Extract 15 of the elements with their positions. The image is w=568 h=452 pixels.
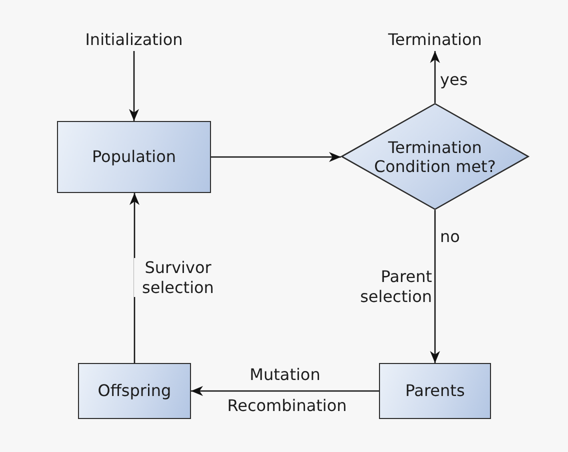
arrow bbox=[191, 386, 379, 396]
decision-diamond bbox=[341, 103, 529, 210]
step-label: Termination bbox=[388, 29, 482, 51]
process-box bbox=[57, 121, 211, 193]
arrow bbox=[430, 51, 440, 103]
arrow bbox=[430, 210, 440, 363]
process-box bbox=[379, 363, 491, 419]
arrow bbox=[211, 152, 341, 162]
diamond-label: Termination Condition met? bbox=[373, 138, 497, 176]
step-label: Initialization bbox=[85, 29, 183, 51]
box-label: Parents bbox=[405, 381, 465, 401]
process-box bbox=[78, 363, 191, 419]
box-label: Offspring bbox=[98, 381, 172, 401]
arrow bbox=[129, 51, 139, 121]
box-label: Population bbox=[92, 147, 176, 167]
